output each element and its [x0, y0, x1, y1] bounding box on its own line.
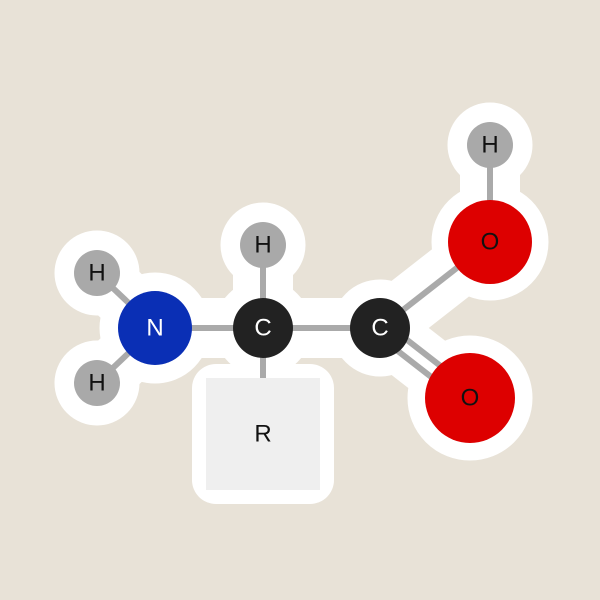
atom-oxygen-hydroxyl: O	[448, 200, 532, 284]
atom-nitrogen: N	[118, 291, 192, 365]
svg-text:C: C	[254, 315, 271, 342]
atom-hydrogen-hydroxyl: H	[467, 122, 513, 168]
atom-hydrogen-amine-bottom: H	[74, 360, 120, 406]
svg-text:H: H	[88, 260, 105, 287]
svg-text:H: H	[254, 232, 271, 259]
svg-text:R: R	[254, 421, 271, 448]
r-group-box: R	[206, 378, 320, 490]
atom-carbon-alpha: C	[233, 298, 293, 358]
svg-text:O: O	[481, 229, 500, 256]
atom-hydrogen-alpha: H	[240, 222, 286, 268]
svg-text:H: H	[88, 370, 105, 397]
svg-text:N: N	[146, 315, 163, 342]
atom-carbon-carboxyl: C	[350, 298, 410, 358]
svg-text:H: H	[481, 132, 498, 159]
svg-text:O: O	[461, 385, 480, 412]
atom-hydrogen-amine-top: H	[74, 250, 120, 296]
atom-oxygen-carbonyl: O	[425, 353, 515, 443]
svg-text:C: C	[371, 315, 388, 342]
